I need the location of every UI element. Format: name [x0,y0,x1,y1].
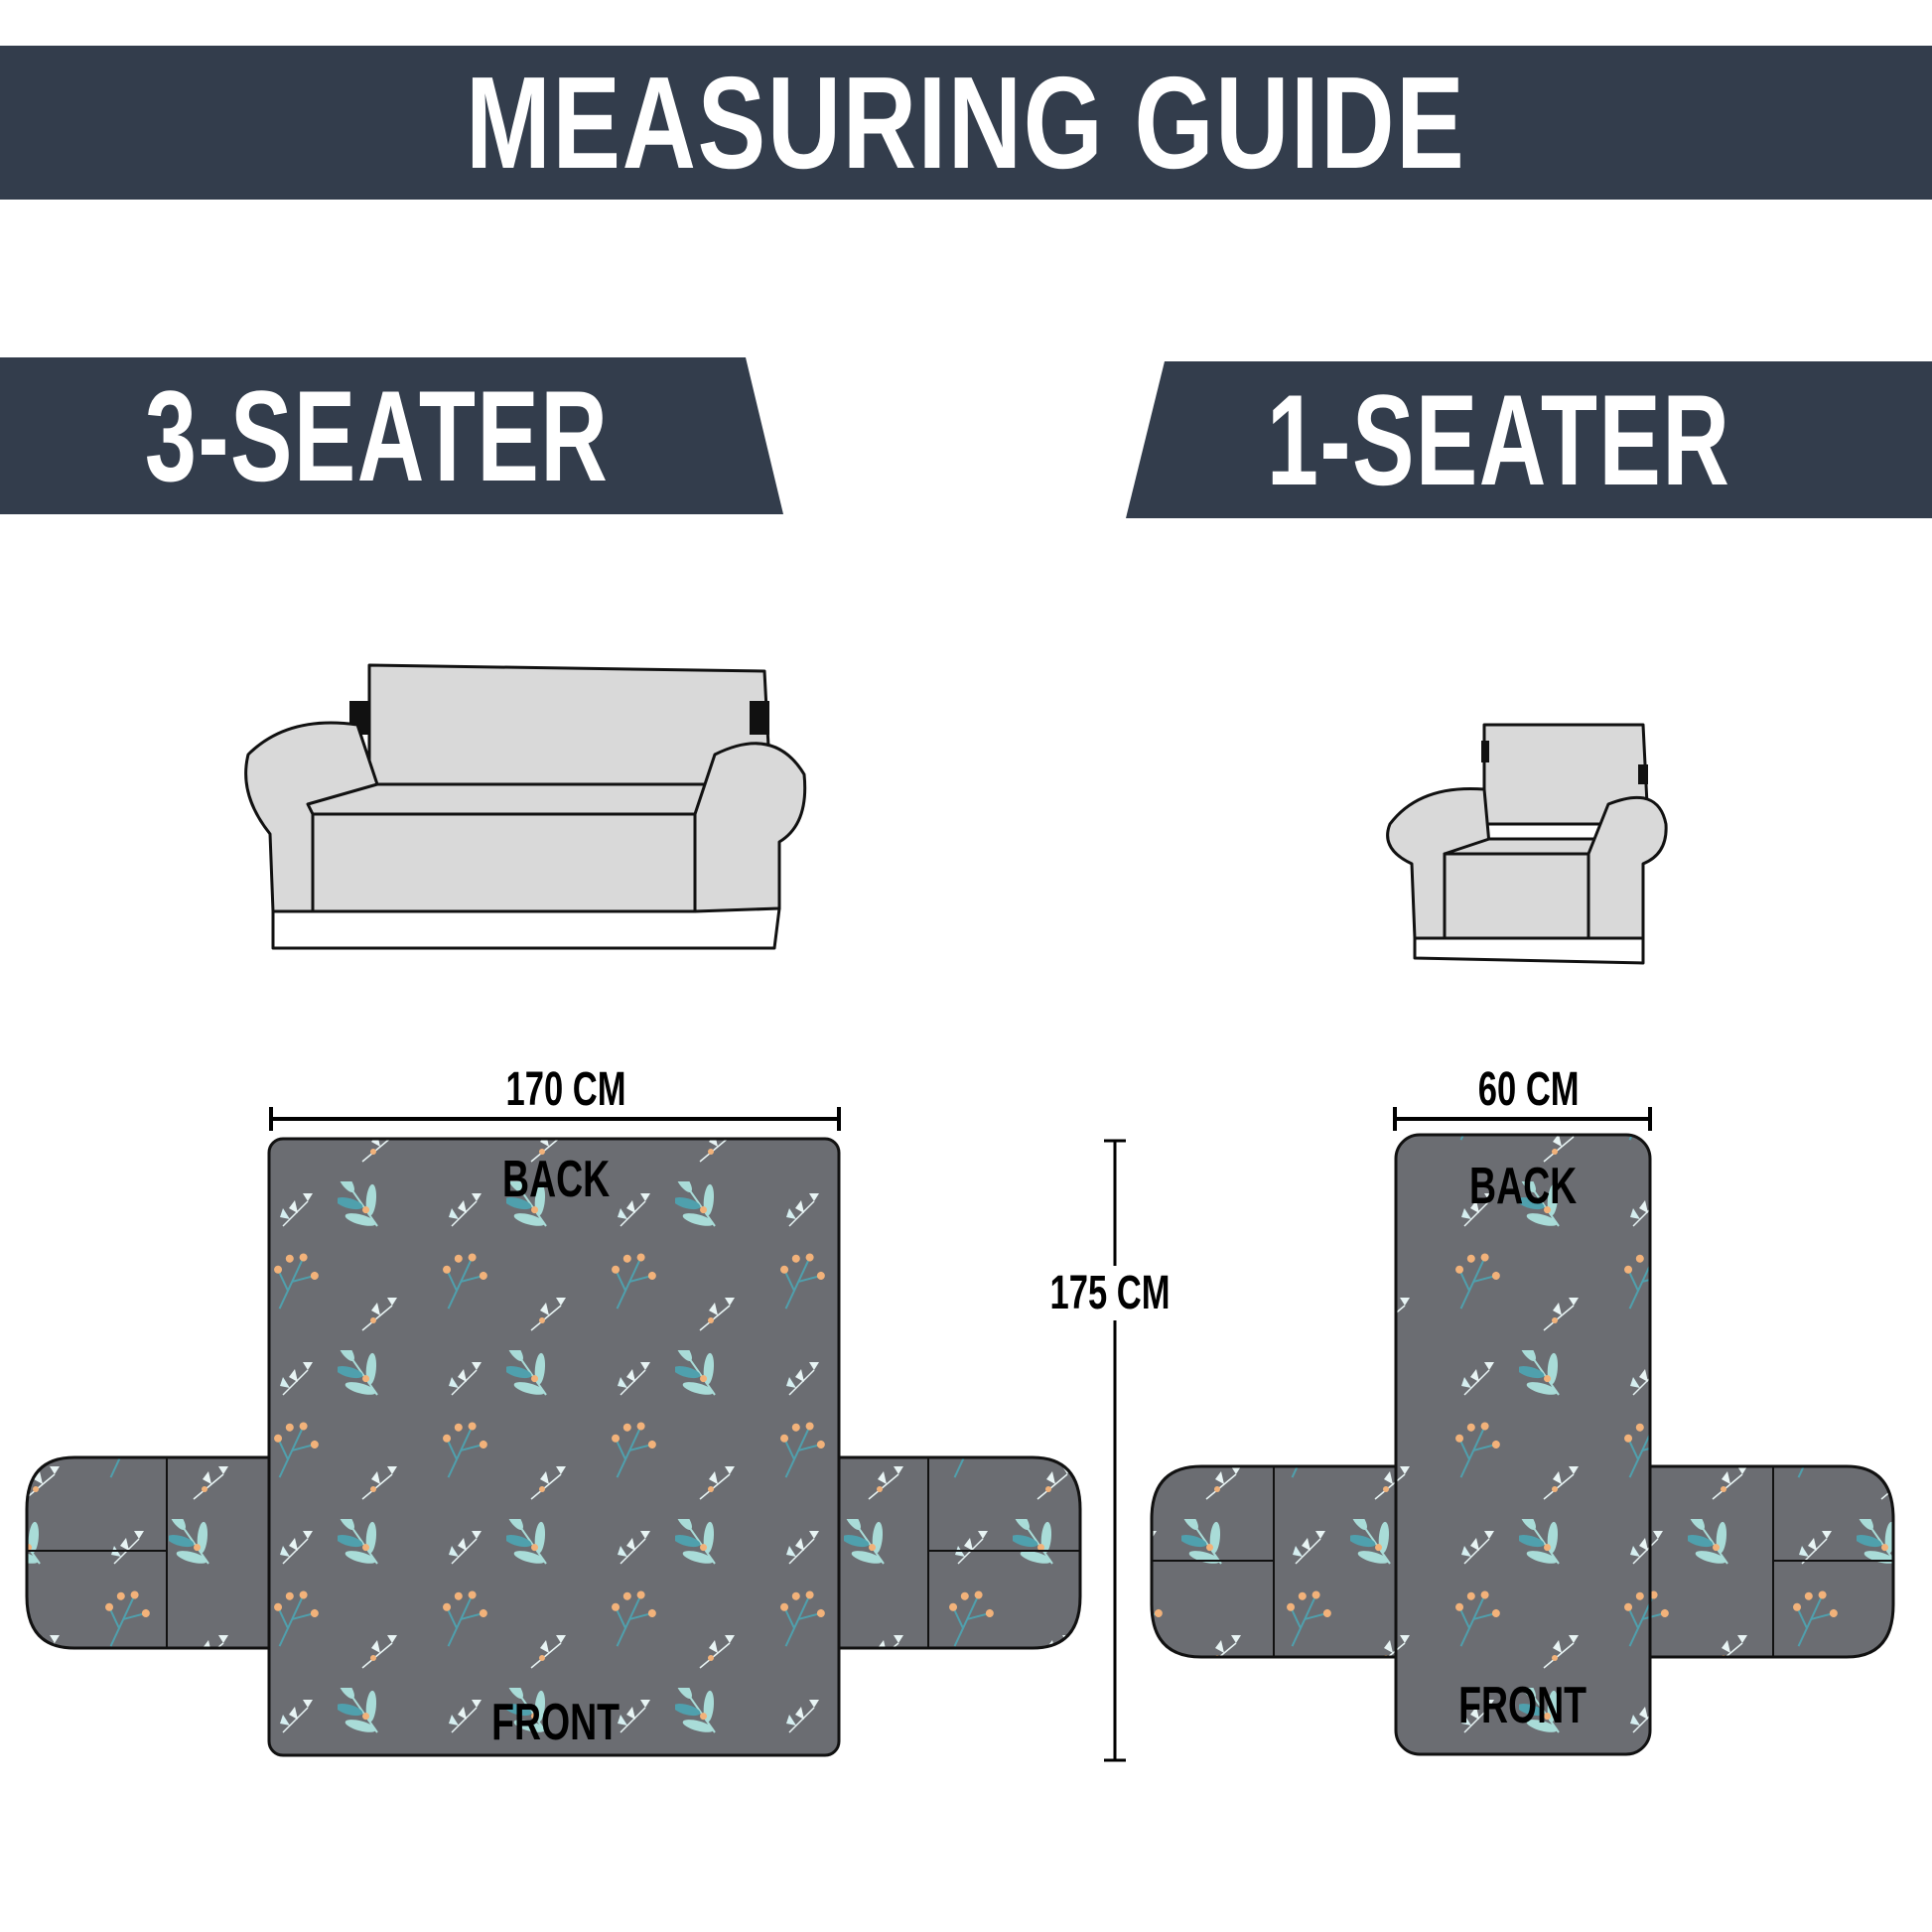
right-arm-flap [1648,1464,1895,1659]
armchair-icon [1386,723,1668,965]
left-arm-flap [25,1455,271,1650]
title-banner [0,46,1932,200]
one-seater-banner [1126,361,1932,518]
three-seater-banner [0,357,783,514]
right-arm-flap [837,1455,1082,1650]
sofa-icon [244,663,807,950]
section-heading-1-seater: 1-SEATER [1267,367,1731,512]
width-label-3-seater: 170 CM [505,1063,626,1116]
width-label-1-seater: 60 CM [1478,1063,1580,1116]
one-seater-cover [1150,1133,1895,1756]
page-title-text: MEASURING GUIDE [466,50,1466,196]
page-title: MEASURING GUIDE [0,46,1932,200]
section-heading-3-seater: 3-SEATER [145,363,610,508]
front-label-3-seater: FRONT [491,1694,621,1751]
seat-panel [1394,1133,1652,1756]
front-label-1-seater: FRONT [1458,1677,1587,1734]
height-label: 175 CM [1049,1266,1171,1320]
back-label-3-seater: BACK [501,1151,611,1208]
dimension-lines [269,1107,1652,1762]
back-label-1-seater: BACK [1468,1158,1578,1215]
seat-panel [267,1137,841,1757]
three-seater-cover [25,1137,1082,1757]
